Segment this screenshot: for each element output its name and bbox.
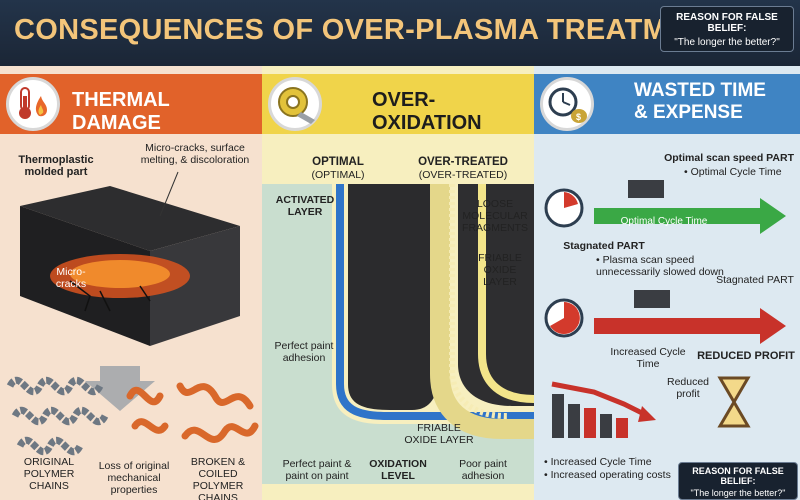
optimal-cycle-time-arrow-label: Optimal Cycle Time (620, 216, 708, 227)
oxidation-level-label: OXIDATION LEVEL (369, 458, 427, 482)
optimal-bullet: • Optimal Cycle Time (684, 166, 782, 178)
friable-oxide-layer-label: FRIABLE OXIDE LAYER (478, 252, 522, 288)
false-belief-box-top: REASON FOR FALSE BELIEF: "The longer the… (660, 6, 794, 52)
micro-cracks-melting-label: Micro-cracks, surface melting, & discolo… (140, 142, 250, 166)
false-belief-quote-bottom: "The longer the better?" (690, 488, 786, 498)
over-oxidation-title: OVER-OXIDATION (372, 89, 482, 134)
tape-roll-icon (268, 77, 322, 131)
bullet-operating-costs: • Increased operating costs (544, 469, 671, 481)
page-title: CONSEQUENCES OF OVER-PLASMA TREATMENT (14, 14, 726, 46)
thermal-damage-panel: THERMAL DAMAGE Thermoplastic molded part… (0, 66, 262, 500)
poor-adhesion-label: Poor paint adhesion (459, 458, 507, 482)
broken-polymer-chains-label: BROKEN & COILED POLYMER CHAINS (190, 456, 246, 500)
false-belief-label: REASON FOR FALSE BELIEF: (676, 12, 778, 34)
false-belief-box-bottom: REASON FOR FALSE BELIEF: "The longer the… (678, 462, 798, 500)
optimal-part-label: Optimal scan speed PART (664, 152, 794, 164)
over-treated-heading: OVER-TREATED (418, 156, 508, 168)
molded-part-illustration (20, 171, 240, 411)
thermal-damage-header: THERMAL DAMAGE (0, 74, 262, 134)
friable-oxide-layer-bottom-label: FRIABLE OXIDE LAYER (404, 422, 474, 446)
bullet-increased-cycle: • Increased Cycle Time (544, 456, 652, 468)
stagnated-part-label: Stagnated PART (716, 274, 794, 286)
thermometer-flame-icon (6, 77, 60, 131)
thermoplastic-part-label: Thermoplastic molded part (18, 154, 94, 178)
svg-text:$: $ (576, 112, 581, 122)
loss-properties-label: Loss of original mechanical properties (98, 460, 170, 496)
stagnated-part-heading: Stagnated PART (563, 240, 645, 252)
micro-cracks-label: Micro-cracks (55, 266, 87, 290)
over-oxidation-panel: OVER-OXIDATION OPTIMAL (OPTIMAL) OVER-TR… (262, 66, 534, 500)
reduced-profit-label: Reduced profit (666, 376, 710, 400)
polymer-chains-illustration (6, 376, 259, 456)
clock-money-icon: $ (540, 77, 594, 131)
cycle-time-illustration (544, 180, 786, 438)
original-polymer-chains-label: ORIGINAL POLYMER CHAINS (23, 456, 75, 492)
optimal-subheading: (OPTIMAL) (311, 169, 365, 181)
increased-cycle-time-label: Increased Cycle Time (610, 346, 686, 370)
over-oxidation-header: OVER-OXIDATION (262, 74, 534, 134)
wasted-time-title: WASTED TIME & EXPENSE (634, 80, 766, 124)
thermal-damage-title: THERMAL DAMAGE (72, 89, 170, 134)
optimal-heading: OPTIMAL (312, 156, 364, 168)
false-belief-quote: "The longer the better?" (674, 37, 780, 48)
wasted-time-title-line1: WASTED TIME (634, 80, 766, 101)
title-bar: CONSEQUENCES OF OVER-PLASMA TREATMENT RE… (0, 0, 800, 66)
reduced-profit-heading: REDUCED PROFIT (697, 350, 795, 362)
wasted-time-header: $ WASTED TIME & EXPENSE (534, 74, 800, 134)
over-treated-subheading: (OVER-TREATED) (418, 169, 508, 181)
oxidation-cross-section (262, 184, 534, 484)
wasted-time-panel: $ WASTED TIME & EXPENSE Optimal scan spe… (534, 66, 800, 500)
loose-fragments-label: LOOSE MOLECULAR FRAGMENTS (462, 198, 528, 234)
stagnated-bullet: • Plasma scan speed unnecessarily slowed… (596, 254, 724, 278)
wasted-time-title-line2: & EXPENSE (634, 102, 743, 123)
false-belief-label-bottom: REASON FOR FALSE BELIEF: (692, 466, 784, 486)
perfect-adhesion-label: Perfect paint adhesion (274, 340, 334, 364)
perfect-paint-label: Perfect paint & paint on paint (282, 458, 352, 482)
activated-layer-label: ACTIVATED LAYER (275, 194, 335, 218)
